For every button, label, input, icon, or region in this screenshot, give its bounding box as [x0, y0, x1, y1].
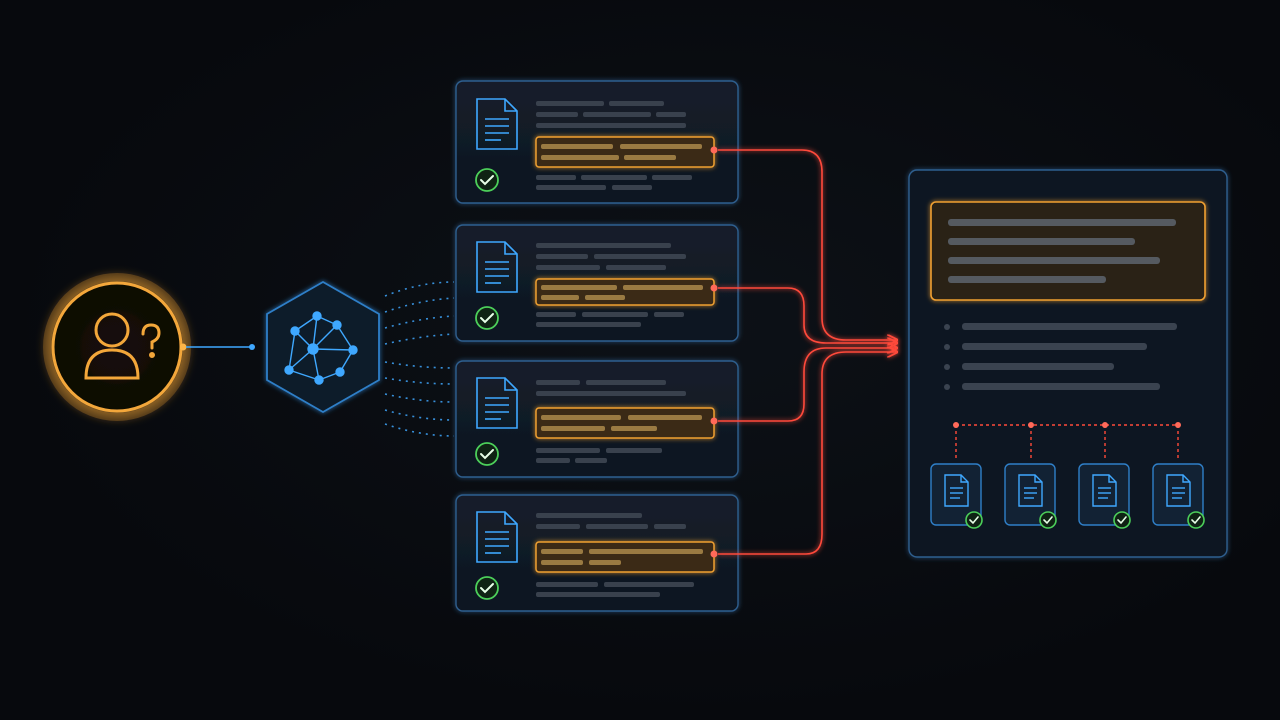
check-circle-icon [1187, 511, 1205, 529]
document-icon [1166, 474, 1191, 507]
document-icon [476, 511, 518, 563]
document-icon [1018, 474, 1043, 507]
citation-source-dot [710, 284, 718, 292]
network-graph-icon [284, 311, 358, 385]
document-icon [476, 241, 518, 293]
citation-tree-nodes [953, 422, 1181, 428]
placeholder-text-lines [536, 513, 694, 597]
generated-answer-panel [908, 169, 1228, 558]
user-question-icon [84, 312, 161, 380]
placeholder-text-lines [536, 380, 686, 463]
user-connector-dot [179, 343, 187, 351]
citation-tree [955, 424, 1179, 461]
retrieved-document-card [455, 224, 739, 342]
retrieved-document-card [455, 494, 739, 612]
citation-chip [1152, 463, 1205, 529]
citation-chip [1004, 463, 1057, 529]
check-circle-icon [475, 168, 499, 192]
citation-chip [930, 463, 983, 529]
check-circle-icon [1113, 511, 1131, 529]
retrieved-document-card [455, 360, 739, 478]
retrieved-document-card [455, 80, 739, 204]
citation-connectors [718, 149, 896, 555]
highlighted-passage [535, 136, 715, 168]
user-query-node [43, 273, 191, 421]
document-icon [476, 377, 518, 429]
document-icon [1092, 474, 1117, 507]
retrieval-fanout-lines [384, 281, 455, 437]
highlighted-passage [535, 407, 715, 439]
check-circle-icon [475, 576, 499, 600]
document-icon [476, 98, 518, 150]
highlighted-passage [535, 541, 715, 573]
placeholder-text-lines [536, 101, 692, 190]
citation-source-dot [710, 417, 718, 425]
answer-summary-block [930, 201, 1206, 301]
answer-bullet-list [944, 323, 1177, 390]
highlighted-passage [535, 278, 715, 306]
check-circle-icon [1039, 511, 1057, 529]
check-circle-icon [965, 511, 983, 529]
citation-chip [1078, 463, 1131, 529]
network-input-dot [249, 344, 255, 350]
placeholder-text-lines [536, 243, 686, 327]
retrieval-engine-node [266, 280, 380, 414]
citation-source-dot [710, 146, 718, 154]
citation-source-dot [710, 550, 718, 558]
document-icon [944, 474, 969, 507]
check-circle-icon [475, 306, 499, 330]
check-circle-icon [475, 442, 499, 466]
